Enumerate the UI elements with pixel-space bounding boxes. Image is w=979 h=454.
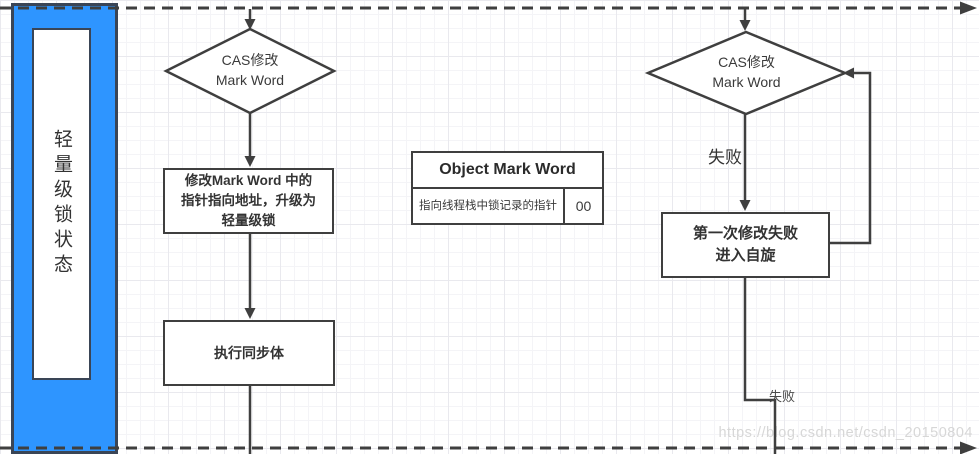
state-lane-label: 轻量级锁状态 (51, 129, 72, 279)
state-lane-label-box: 轻量级锁状态 (32, 28, 91, 380)
decision-cas-left-label: CAS修改 Mark Word (215, 52, 285, 89)
process-box-sync-body: 执行同步体 (163, 320, 335, 386)
mark-word-table-header: Object Mark Word (413, 153, 602, 189)
dashed-flow-bottom-arrow-icon (960, 441, 977, 454)
process-box-upgrade: 修改Mark Word 中的 指针指向地址，升级为 轻量级锁 (163, 168, 334, 234)
mark-word-pointer-cell: 指向线程栈中锁记录的指针 (413, 189, 565, 223)
process-box-spin: 第一次修改失败 进入自旋 (661, 212, 830, 278)
state-lane-panel: 轻量级锁状态 (11, 3, 118, 454)
connector-fail-to-spin-arrow-icon (739, 200, 751, 211)
connector-spin-fail-exit (743, 278, 777, 454)
mark-word-flag-cell: 00 (575, 198, 592, 214)
watermark-text: https://blog.csdn.net/csdn_20150804 (718, 425, 973, 441)
connector-cas-to-upgrade-arrow-icon (244, 156, 256, 167)
connector-upgrade-to-sync-arrow-icon (244, 308, 256, 319)
branch-label-fail-exit: 失败 (769, 389, 796, 404)
mark-word-table-row: 指向线程栈中锁记录的指针 00 (413, 189, 602, 223)
branch-label-fail: 失败 (708, 148, 742, 167)
decision-cas-right-label: CAS修改 Mark Word (712, 54, 781, 91)
dashed-flow-top-arrow-icon (960, 1, 977, 15)
connector-entry-left-arrow-icon (244, 19, 256, 30)
connector-spin-retry-arrow-icon (843, 67, 854, 79)
connector-entry-right-arrow-icon (739, 20, 751, 31)
connector-spin-retry-loop (830, 71, 872, 245)
mark-word-table: Object Mark Word 指向线程栈中锁记录的指针 00 (411, 151, 604, 225)
